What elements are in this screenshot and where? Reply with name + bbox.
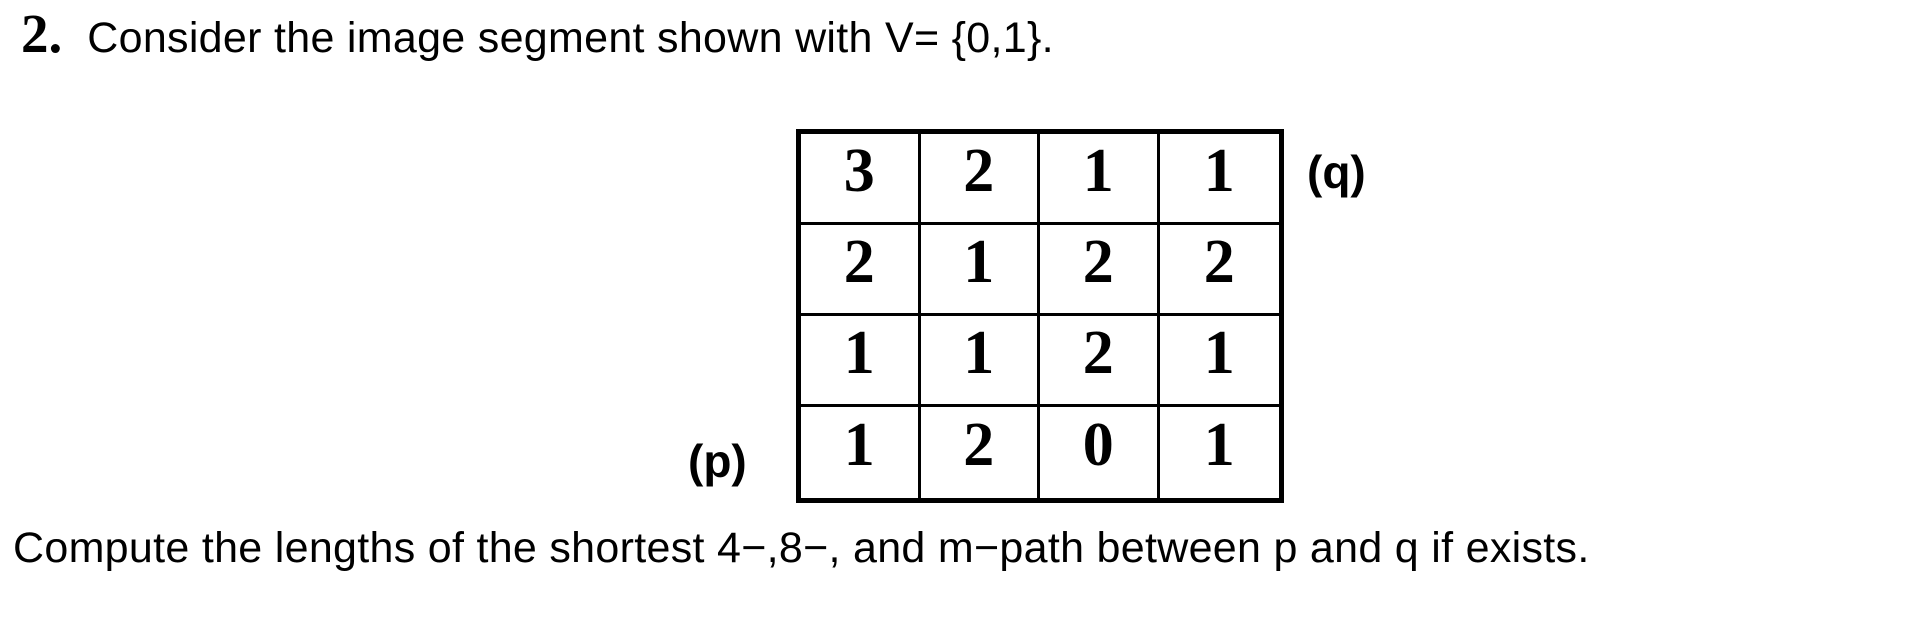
grid-cell: 1 xyxy=(1203,411,1235,479)
grid-cell: 1 xyxy=(920,225,1040,316)
grid-cell: 1 xyxy=(920,316,1040,407)
instruction-text: Compute the lengths of the shortest 4−,8… xyxy=(13,524,1590,572)
question-heading: 2. Consider the image segment shown with… xyxy=(21,3,1054,66)
grid-cell: 1 xyxy=(1040,134,1160,225)
grid-cell: 2 xyxy=(921,407,1040,498)
grid-cell: 2 xyxy=(1040,316,1160,407)
grid-cell: 1 xyxy=(801,316,921,407)
grid-cell: 2 xyxy=(801,225,921,316)
grid-cell: 1 xyxy=(1159,316,1279,407)
question-number: 2. xyxy=(21,3,63,64)
point-q-label: (q) xyxy=(1307,146,1366,198)
grid-cell: 2 xyxy=(1040,225,1160,316)
image-segment-grid: 3 2 1 1 2 1 2 2 1 1 2 1 1 2 0 1 xyxy=(796,129,1284,503)
grid-cell: 3 xyxy=(801,134,921,225)
point-p-label: (p) xyxy=(688,435,747,487)
grid-cell-p: 1 xyxy=(801,407,921,498)
grid-cell: 2 xyxy=(1159,225,1279,316)
grid-cell-q: 1 xyxy=(1159,134,1279,225)
grid-cell: 0 xyxy=(1040,407,1160,498)
question-text: Consider the image segment shown with V=… xyxy=(87,14,1054,62)
grid-cell: 2 xyxy=(920,134,1040,225)
